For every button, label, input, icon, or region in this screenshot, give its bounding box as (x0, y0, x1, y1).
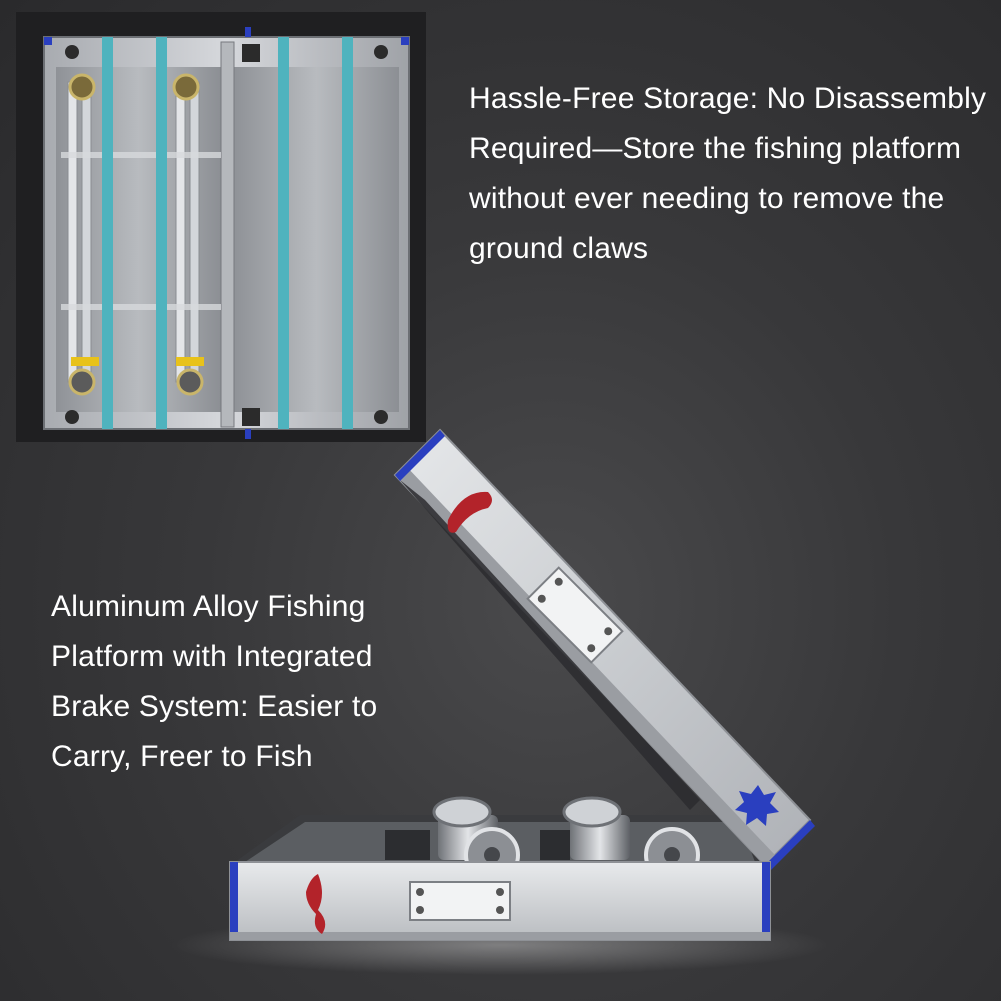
case-lid (393, 428, 815, 871)
ground-claw-leg-right (172, 73, 204, 396)
storage-caption: Hassle-Free Storage: No Disassembly Requ… (469, 82, 987, 265)
case-base (229, 861, 771, 941)
storage-inset-photo (16, 12, 426, 442)
strap (342, 37, 353, 429)
strap (102, 37, 113, 429)
handle-red-base (306, 874, 326, 934)
platform-caption: Aluminum Alloy Fishing Platform with Int… (51, 590, 378, 773)
strap (278, 37, 289, 429)
folded-platform-top-view (43, 27, 410, 439)
strap (156, 37, 167, 429)
handle-red-lid (447, 491, 492, 533)
ground-claw-leg-left (67, 73, 99, 396)
star-knob-icon (735, 785, 779, 826)
